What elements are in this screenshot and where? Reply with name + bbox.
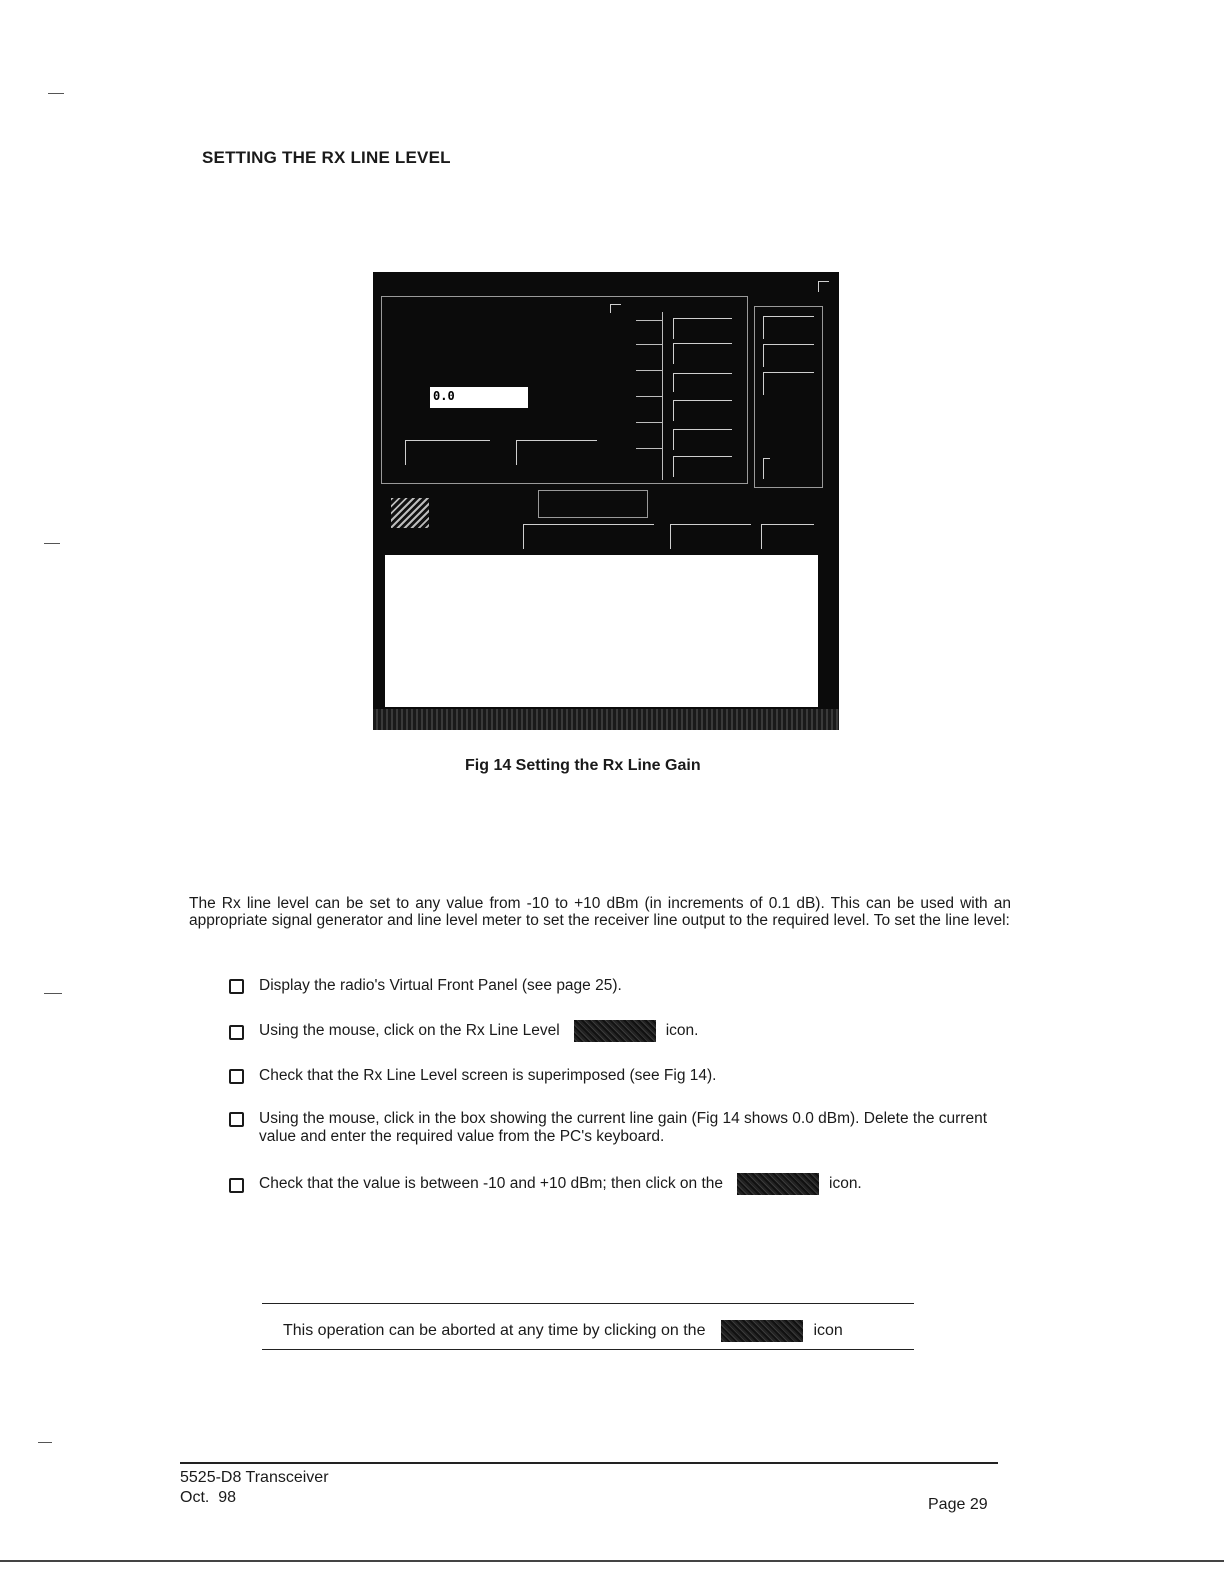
figure-caption: Fig 14 Setting the Rx Line Gain bbox=[465, 757, 701, 774]
ok-icon[interactable] bbox=[737, 1173, 819, 1195]
page-bottom-edge bbox=[0, 1560, 1224, 1562]
page-number: Page 29 bbox=[928, 1496, 988, 1513]
rx-line-level-screenshot: 0.0 bbox=[373, 272, 839, 730]
intro-paragraph: The Rx line level can be set to any valu… bbox=[189, 895, 1011, 929]
checkbox-icon bbox=[229, 1112, 244, 1127]
scan-mark bbox=[44, 543, 60, 544]
right-panel bbox=[754, 306, 823, 488]
scan-mark bbox=[44, 993, 62, 994]
note: This operation can be aborted at any tim… bbox=[283, 1320, 843, 1342]
step-1: Display the radio's Virtual Front Panel … bbox=[229, 977, 622, 995]
status-bar bbox=[373, 709, 839, 730]
step-4: Using the mouse, click in the box showin… bbox=[229, 1110, 1009, 1146]
checkbox-icon bbox=[229, 1024, 244, 1040]
note-text: This operation can be aborted at any tim… bbox=[283, 1322, 706, 1339]
checkbox-icon bbox=[229, 1069, 244, 1084]
abort-icon[interactable] bbox=[721, 1320, 804, 1342]
section-heading: SETTING THE RX LINE LEVEL bbox=[202, 148, 451, 167]
hatched-icon[interactable] bbox=[391, 498, 429, 528]
line-gain-field[interactable]: 0.0 bbox=[430, 387, 528, 408]
step-2-after: icon. bbox=[665, 1022, 699, 1039]
step-4-text: Using the mouse, click in the box showin… bbox=[259, 1110, 988, 1145]
step-3-text: Check that the Rx Line Level screen is s… bbox=[259, 1067, 717, 1084]
step-1-text: Display the radio's Virtual Front Panel … bbox=[259, 977, 622, 994]
mid-button[interactable] bbox=[538, 490, 648, 518]
footer-rule bbox=[180, 1462, 998, 1464]
note-top-rule bbox=[262, 1303, 914, 1304]
rx-line-level-icon[interactable] bbox=[573, 1020, 656, 1042]
checkbox-icon bbox=[229, 979, 244, 994]
note-bottom-rule bbox=[262, 1349, 914, 1350]
scan-mark bbox=[48, 93, 64, 94]
note-after: icon bbox=[813, 1322, 843, 1339]
step-5-text: Check that the value is between -10 and … bbox=[259, 1175, 723, 1192]
step-5-after: icon. bbox=[829, 1175, 862, 1192]
step-2-text: Using the mouse, click on the Rx Line Le… bbox=[259, 1022, 560, 1039]
display-area bbox=[385, 555, 818, 707]
step-2: Using the mouse, click on the Rx Line Le… bbox=[229, 1020, 698, 1042]
checkbox-icon bbox=[229, 1177, 244, 1193]
top-panel bbox=[381, 296, 748, 484]
step-3: Check that the Rx Line Level screen is s… bbox=[229, 1067, 716, 1085]
step-5: Check that the value is between -10 and … bbox=[229, 1173, 862, 1195]
scan-mark bbox=[38, 1442, 52, 1443]
footer-date: Oct. 98 bbox=[180, 1489, 237, 1506]
footer-product: 5525-D8 Transceiver bbox=[180, 1469, 329, 1486]
